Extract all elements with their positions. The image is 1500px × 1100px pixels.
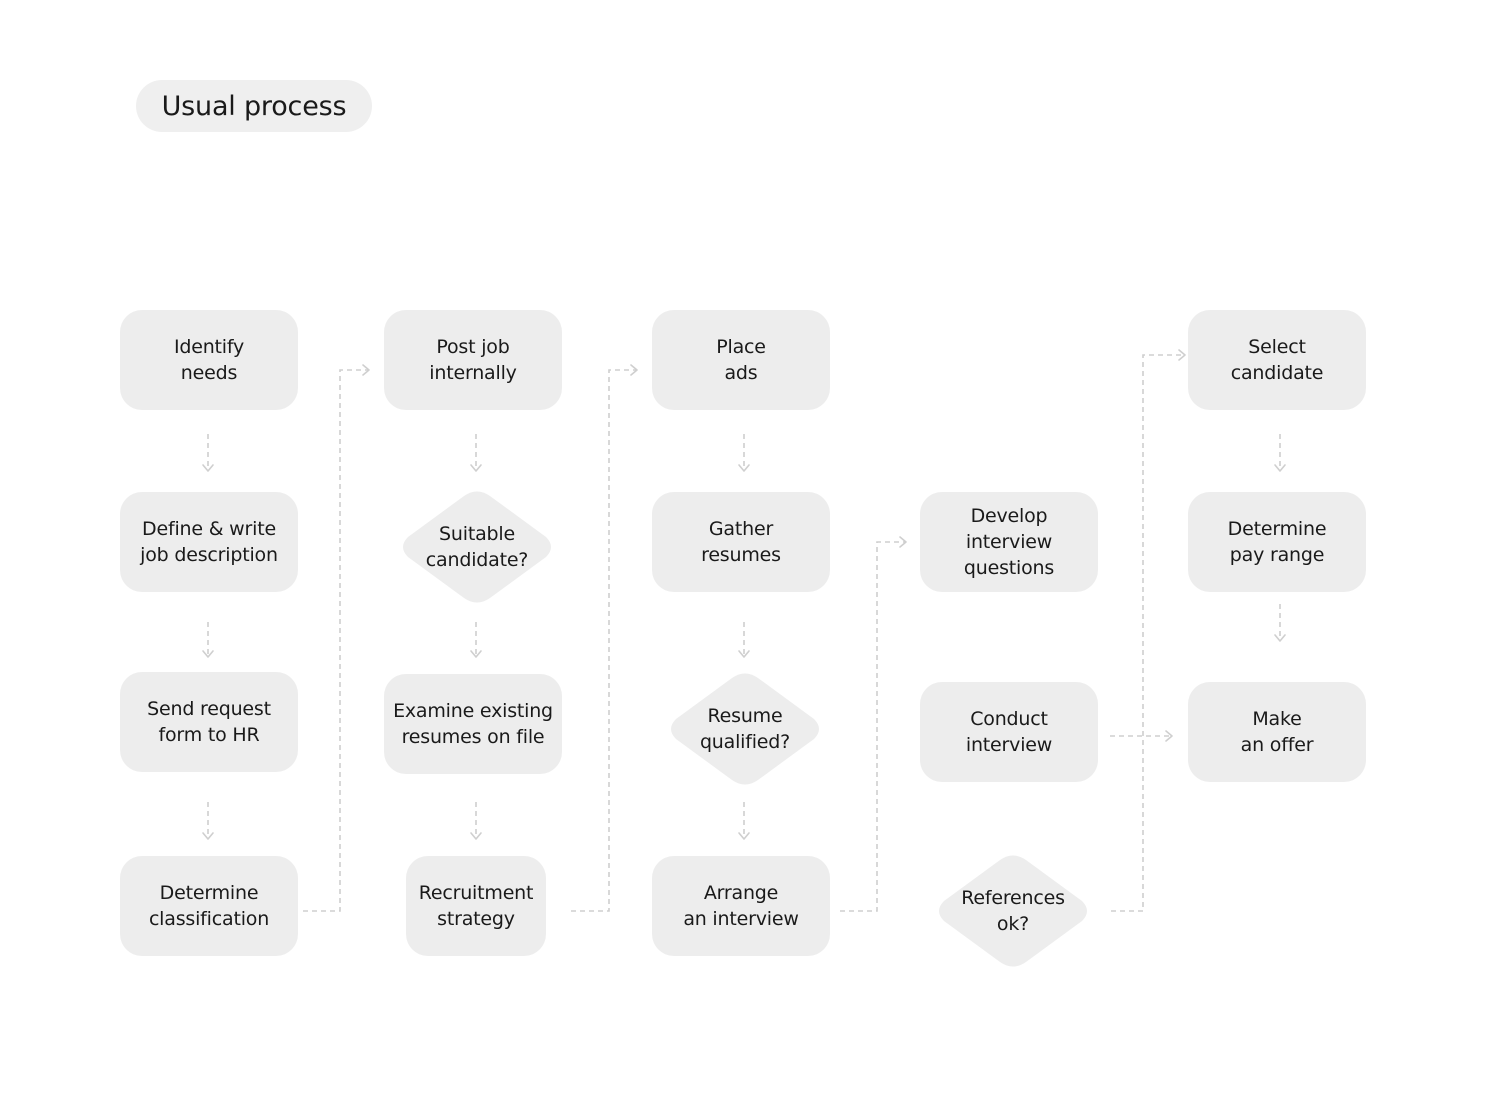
arrowhead [630,364,638,376]
node-label: Gather resumes [701,518,781,566]
diamond-shape [939,855,1087,967]
node-label: Develop interview questions [963,505,1055,579]
node-place-ads: Place ads [652,310,830,410]
node-label: Suitable candidate? [425,523,529,571]
arrowhead [1274,634,1286,642]
connector-recruitment-to-place [571,369,636,912]
diamond-shape [671,673,819,785]
decision-resume-qualified: Resume qualified? [666,672,824,786]
node-label: Arrange an interview [683,882,799,930]
node-label: Determine pay range [1227,518,1327,566]
node-label: Send request form to HR [147,698,271,746]
arrowhead [202,464,214,472]
node-label: Recruitment strategy [418,882,534,930]
arrowhead [738,464,750,472]
node-label: Make an offer [1240,708,1314,756]
node-label: Examine existing resumes on file [393,700,553,748]
node-label: References ok? [961,887,1065,935]
node-label: Place ads [716,336,766,384]
node-develop-interview-questions: Develop interview questions [920,492,1098,592]
decision-suitable-candidate: Suitable candidate? [398,490,556,604]
decision-references-ok: References ok? [934,854,1092,968]
node-label: Identify needs [173,336,245,384]
node-select-candidate: Select candidate [1188,310,1366,410]
diagram-title: Usual process [136,80,372,132]
node-gather-resumes: Gather resumes [652,492,830,592]
connector-arrange-to-develop [840,541,905,912]
arrowhead [1178,349,1186,361]
arrowhead [202,650,214,658]
node-send-request-form: Send request form to HR [120,672,298,772]
node-label: Post job internally [429,336,517,384]
arrowhead [738,650,750,658]
diagram-title-text: Usual process [161,90,347,122]
arrowhead [899,536,907,548]
node-label: Determine classification [148,882,270,930]
node-conduct-interview: Conduct interview [920,682,1098,782]
arrowhead [202,832,214,840]
arrowhead [1274,464,1286,472]
node-label: Select candidate [1230,336,1324,384]
connector-references-to-select [1111,354,1184,912]
node-label: Resume qualified? [699,705,791,753]
arrowhead [738,832,750,840]
node-examine-existing-resumes: Examine existing resumes on file [384,674,562,774]
node-label: Define & write job description [140,518,278,566]
node-recruitment-strategy: Recruitment strategy [406,856,546,956]
node-post-job-internally: Post job internally [384,310,562,410]
node-identify-needs: Identify needs [120,310,298,410]
arrowhead [470,832,482,840]
node-label: Conduct interview [965,708,1053,756]
connector-classification-to-post [303,369,368,912]
diamond-shape [403,491,551,603]
arrowhead [470,650,482,658]
node-define-job-description: Define & write job description [120,492,298,592]
arrowhead [470,464,482,472]
arrowhead [1165,730,1173,742]
arrowhead [362,364,370,376]
node-arrange-interview: Arrange an interview [652,856,830,956]
node-make-offer: Make an offer [1188,682,1366,782]
node-determine-classification: Determine classification [120,856,298,956]
node-determine-pay-range: Determine pay range [1188,492,1366,592]
